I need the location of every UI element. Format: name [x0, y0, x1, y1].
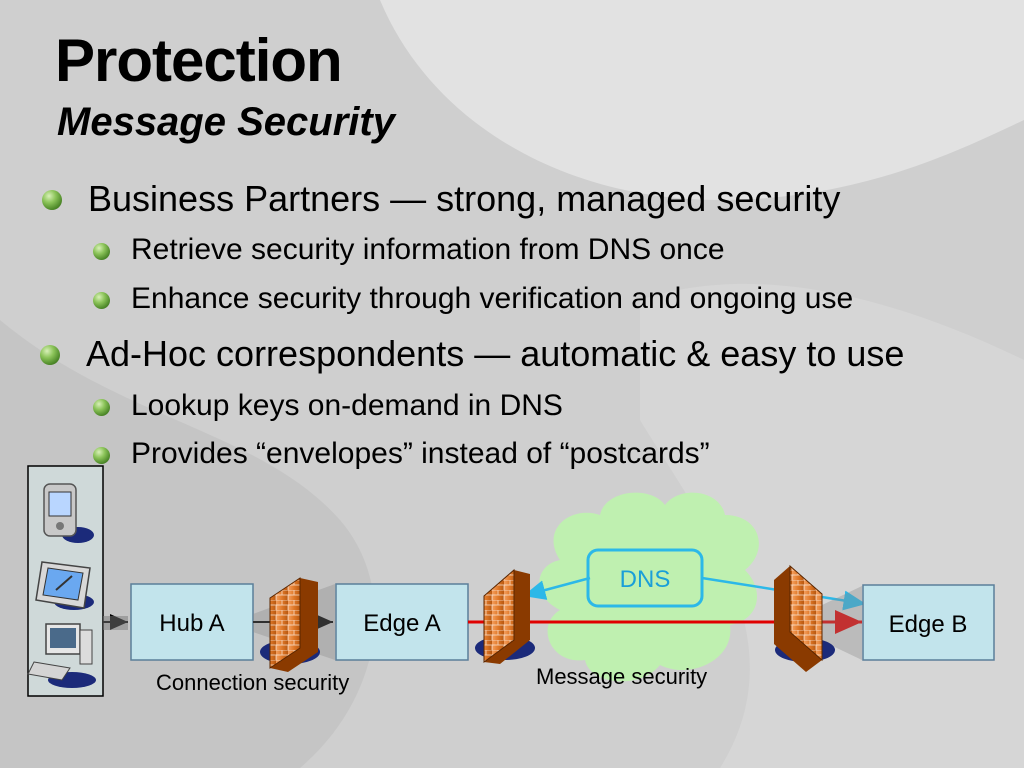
green-bullet-icon: [40, 345, 60, 365]
sub-bullet-text: Provides “envelopes” instead of “postcar…: [131, 437, 710, 470]
dns-lookup-arrow-edge-a: [522, 576, 591, 600]
connection-security-label: Connection security: [156, 670, 349, 695]
bullet-item: Ad-Hoc correspondents — automatic & easy…: [40, 333, 905, 375]
edge-b-box: [862, 584, 995, 661]
green-bullet-icon: [42, 190, 62, 210]
dns-label: DNS: [620, 566, 671, 593]
sub-bullet-item: Lookup keys on-demand in DNS: [93, 389, 563, 423]
green-bullet-icon: [93, 447, 110, 464]
firewall-icon: [260, 577, 320, 672]
firewall-icon: [774, 564, 835, 672]
connection-shadow: [820, 586, 862, 660]
cloud-shape: [539, 492, 759, 682]
pda-icon: [43, 483, 94, 543]
sub-bullet-item: Provides “envelopes” instead of “postcar…: [93, 437, 710, 471]
edge-b-label: Edge B: [889, 611, 968, 638]
sub-bullet-text: Retrieve security information from DNS o…: [131, 233, 725, 266]
desktop-computer-icon: [27, 623, 96, 688]
edge-a-label: Edge A: [363, 610, 440, 637]
sub-bullet-text: Lookup keys on-demand in DNS: [131, 389, 563, 422]
hub-a-box: [130, 583, 254, 661]
sub-bullet-item: Retrieve security information from DNS o…: [93, 233, 725, 267]
hub-a-label: Hub A: [159, 610, 224, 637]
message-security-label: Message security: [536, 664, 707, 689]
firewall-icon: [475, 568, 535, 664]
bullet-item: Business Partners — strong, managed secu…: [42, 178, 841, 220]
bullet-text: Ad-Hoc correspondents — automatic & easy…: [86, 333, 905, 374]
bullet-text: Business Partners — strong, managed secu…: [88, 178, 841, 219]
green-bullet-icon: [93, 243, 110, 260]
sub-bullet-item: Enhance security through verification an…: [93, 282, 854, 316]
sub-bullet-text: Enhance security through verification an…: [131, 282, 854, 315]
slide-title: Protection: [55, 27, 343, 94]
connection-shadow: [103, 616, 128, 630]
green-bullet-icon: [93, 292, 110, 309]
tablet-icon: [35, 561, 94, 610]
green-bullet-icon: [93, 399, 110, 416]
slide-subtitle: Message Security: [57, 100, 395, 144]
